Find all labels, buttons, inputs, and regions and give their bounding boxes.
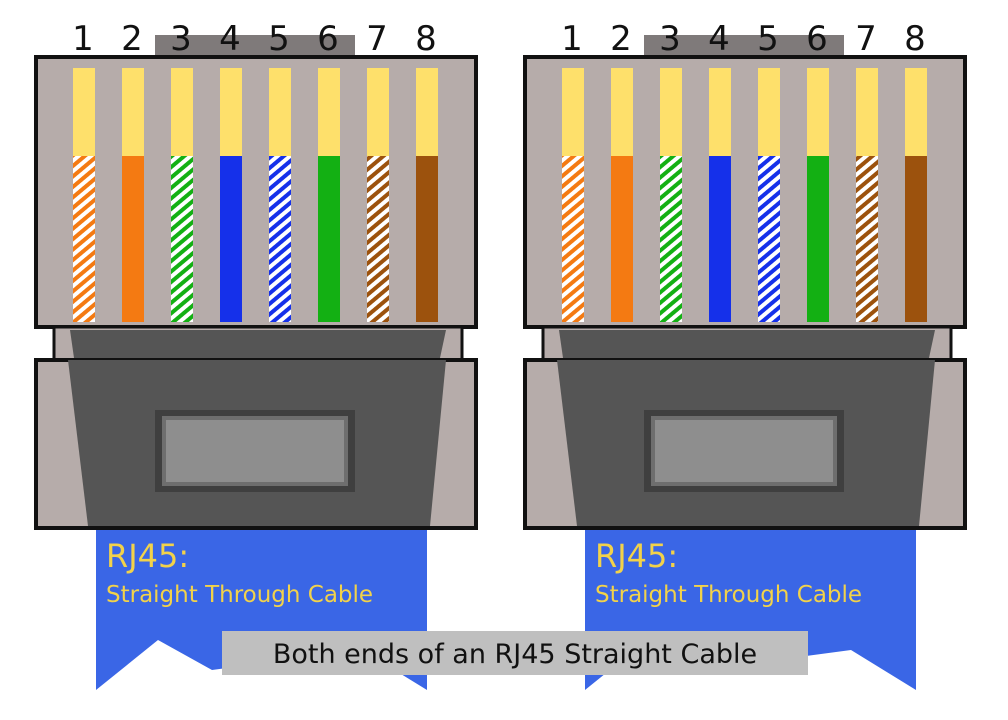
gold-contact	[269, 68, 291, 156]
wire-pin-8	[905, 156, 927, 322]
gold-contact	[709, 68, 731, 156]
tag-title: RJ45:	[106, 537, 189, 575]
boot-top	[559, 330, 935, 358]
wire-pin-4	[709, 156, 731, 322]
wire-stripe	[562, 156, 584, 322]
pin-number: 3	[170, 19, 192, 59]
pin-number: 2	[610, 19, 632, 59]
wire-stripe	[856, 156, 878, 322]
wire-pin-8	[416, 156, 438, 322]
latch-window	[651, 416, 837, 486]
pin-number: 8	[904, 19, 926, 59]
gold-contact	[562, 68, 584, 156]
pin-number: 8	[415, 19, 437, 59]
pin-number: 2	[121, 19, 143, 59]
pin-number: 4	[708, 19, 730, 59]
latch-window	[162, 416, 348, 486]
pin-number: 7	[366, 19, 388, 59]
wire-pin-2	[122, 156, 144, 322]
gold-contact	[122, 68, 144, 156]
gold-contact	[758, 68, 780, 156]
gold-contact	[856, 68, 878, 156]
pin-number: 6	[806, 19, 828, 59]
connector-housing	[34, 55, 478, 329]
wire-stripe	[269, 156, 291, 322]
pin-number: 5	[757, 19, 779, 59]
wire-stripe	[758, 156, 780, 322]
gold-contact	[807, 68, 829, 156]
gold-contact	[416, 68, 438, 156]
tag-title: RJ45:	[595, 537, 678, 575]
wire-stripe	[73, 156, 95, 322]
tag-subtitle: Straight Through Cable	[106, 582, 373, 608]
gold-contact	[220, 68, 242, 156]
wire-pin-6	[318, 156, 340, 322]
wire-pin-2	[611, 156, 633, 322]
caption-text: Both ends of an RJ45 Straight Cable	[273, 639, 757, 670]
pin-number: 5	[268, 19, 290, 59]
gold-contact	[905, 68, 927, 156]
pin-number: 6	[317, 19, 339, 59]
connector-housing	[523, 55, 967, 329]
pin-number: 3	[659, 19, 681, 59]
gold-contact	[660, 68, 682, 156]
gold-contact	[73, 68, 95, 156]
tag-subtitle: Straight Through Cable	[595, 582, 862, 608]
pin-number: 4	[219, 19, 241, 59]
boot-top	[70, 330, 446, 358]
wire-pin-6	[807, 156, 829, 322]
gold-contact	[367, 68, 389, 156]
gold-contact	[611, 68, 633, 156]
pin-number: 1	[561, 19, 583, 59]
pin-number: 1	[72, 19, 94, 59]
wire-stripe	[660, 156, 682, 322]
gold-contact	[171, 68, 193, 156]
wire-stripe	[367, 156, 389, 322]
caption-background	[222, 631, 808, 675]
wire-stripe	[171, 156, 193, 322]
pin-number: 7	[855, 19, 877, 59]
gold-contact	[318, 68, 340, 156]
wire-pin-4	[220, 156, 242, 322]
caption: Both ends of an RJ45 Straight Cable	[222, 631, 808, 675]
